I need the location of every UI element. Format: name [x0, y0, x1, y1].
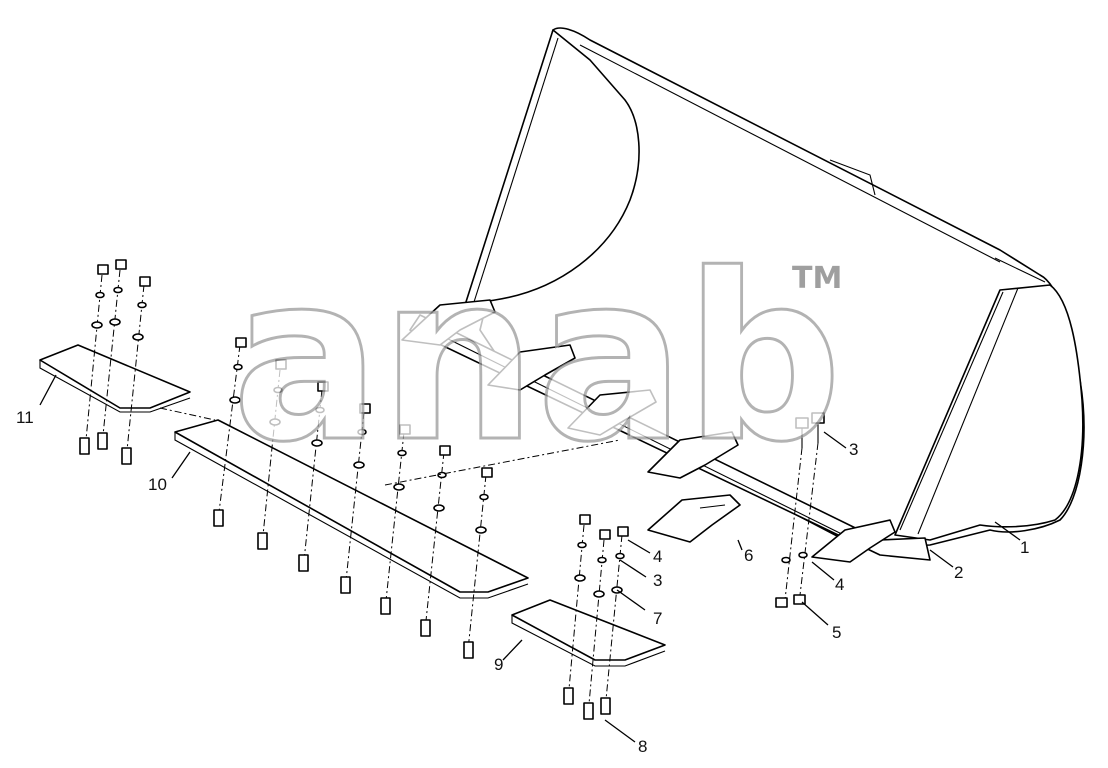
- callout-3-lower: 3: [653, 571, 662, 590]
- callout-7: 7: [653, 609, 662, 628]
- callout-8: 8: [638, 737, 647, 756]
- callout-10: 10: [148, 475, 167, 494]
- callout-3-upper: 3: [849, 440, 858, 459]
- callout-2: 2: [954, 563, 963, 582]
- plate-9: [511, 514, 666, 720]
- plate-11: [39, 259, 191, 465]
- callout-1: 1: [1020, 538, 1029, 557]
- callout-11: 11: [16, 408, 34, 427]
- watermark: anab TM: [231, 225, 844, 495]
- plate-10: [159, 337, 621, 659]
- leader-lines: [39, 374, 1021, 743]
- callout-labels: 1 2 3 4 3 4 5 6 7 8 9 10 11: [16, 408, 1029, 756]
- callout-5: 5: [832, 623, 841, 642]
- loose-tooth-adapter: [647, 494, 741, 543]
- watermark-text: anab: [232, 226, 842, 493]
- callout-4-left: 4: [653, 547, 662, 566]
- callout-9: 9: [494, 655, 503, 674]
- callout-6: 6: [744, 546, 753, 565]
- callout-4-right: 4: [835, 575, 844, 594]
- watermark-trademark: TM: [792, 261, 842, 296]
- tooth-adapters-on-bucket: [401, 299, 896, 563]
- bolt-set-right: [775, 412, 825, 608]
